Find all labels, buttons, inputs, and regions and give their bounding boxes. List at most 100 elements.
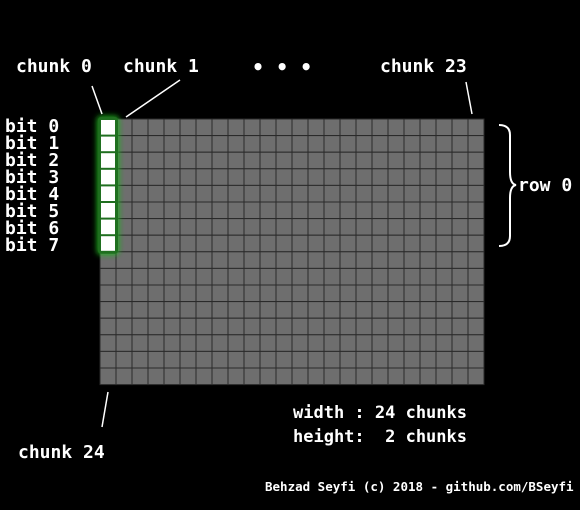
grid-cell <box>163 334 181 352</box>
grid-cell <box>211 234 229 253</box>
grid-cell <box>131 284 149 303</box>
grid-cell <box>323 118 341 137</box>
grid-cell <box>163 267 181 286</box>
grid-cell <box>243 218 261 236</box>
grid-cell <box>179 201 197 220</box>
grid-cell <box>115 334 133 352</box>
grid-cell <box>275 218 293 236</box>
grid-cell <box>99 334 117 352</box>
grid-cell <box>403 135 421 153</box>
chunk-23-label: chunk 23 <box>380 56 467 77</box>
grid-cell <box>323 284 341 303</box>
highlighted-chunk <box>97 116 119 255</box>
grid-cell <box>387 367 405 386</box>
grid-cell <box>355 284 373 303</box>
grid-cell <box>387 267 405 286</box>
grid-cell <box>227 184 245 203</box>
grid-cell <box>291 234 309 253</box>
grid-cell <box>435 301 453 319</box>
grid-cell <box>259 201 277 220</box>
grid-cell <box>147 317 165 336</box>
grid-cell <box>259 234 277 253</box>
grid-cell <box>419 201 437 220</box>
grid-cell <box>131 118 149 137</box>
grid-cell <box>323 350 341 369</box>
bit-label: bit 6 <box>5 218 60 239</box>
grid-cell <box>403 118 421 137</box>
grid-cell <box>435 334 453 352</box>
grid-cell <box>355 350 373 369</box>
grid-cell <box>467 267 485 286</box>
grid-cell <box>419 135 437 153</box>
grid-cell <box>435 367 453 386</box>
grid-cell <box>211 301 229 319</box>
grid-cell <box>115 367 133 386</box>
grid-cell <box>435 184 453 203</box>
chunk-grid <box>99 118 485 386</box>
grid-cell <box>147 201 165 220</box>
highlighted-bit-cell <box>101 120 115 135</box>
grid-cell <box>371 184 389 203</box>
grid-cell <box>371 135 389 153</box>
grid-cell <box>387 334 405 352</box>
grid-cell <box>227 151 245 170</box>
grid-cell <box>451 201 469 220</box>
grid-cell <box>195 218 213 236</box>
bit-label: bit 1 <box>5 133 60 154</box>
grid-cell <box>179 251 197 269</box>
grid-cell <box>131 168 149 186</box>
grid-cell <box>451 267 469 286</box>
grid-cell <box>355 218 373 236</box>
grid-cell <box>467 218 485 236</box>
grid-cell <box>243 350 261 369</box>
grid-cell <box>323 367 341 386</box>
grid-cell <box>403 267 421 286</box>
grid-cell <box>451 184 469 203</box>
grid-cell <box>163 168 181 186</box>
grid-cell <box>387 218 405 236</box>
grid-cell <box>163 284 181 303</box>
highlighted-bit-cell <box>101 203 115 218</box>
width-info: width : 24 chunks <box>293 403 467 423</box>
grid-cell <box>323 184 341 203</box>
grid-cell <box>179 284 197 303</box>
grid-cell <box>451 135 469 153</box>
grid-cell <box>307 284 325 303</box>
grid-cell <box>227 267 245 286</box>
grid-cell <box>339 201 357 220</box>
grid-cell <box>291 135 309 153</box>
grid-cell <box>467 168 485 186</box>
grid-cell <box>419 301 437 319</box>
grid-cell <box>467 118 485 137</box>
pointer-chunk23 <box>465 81 473 115</box>
grid-cell <box>307 118 325 137</box>
grid-cell <box>243 118 261 137</box>
grid-cell <box>339 284 357 303</box>
grid-cell <box>419 251 437 269</box>
grid-cell <box>259 135 277 153</box>
grid-cell <box>259 168 277 186</box>
grid-cell <box>227 301 245 319</box>
grid-cell <box>435 317 453 336</box>
grid-cell <box>243 367 261 386</box>
grid-cell <box>275 151 293 170</box>
chunk-24-label: chunk 24 <box>18 442 105 463</box>
grid-cell <box>339 301 357 319</box>
grid-cell <box>179 317 197 336</box>
grid-cell <box>387 350 405 369</box>
grid-cell <box>323 251 341 269</box>
grid-cell <box>291 251 309 269</box>
height-info: height: 2 chunks <box>293 427 467 447</box>
grid-cell <box>307 334 325 352</box>
highlighted-bit-cell <box>101 169 115 185</box>
grid-cell <box>323 201 341 220</box>
grid-cell <box>227 118 245 137</box>
highlighted-bit-cell <box>101 219 115 235</box>
grid-cell <box>387 317 405 336</box>
grid-cell <box>227 334 245 352</box>
grid-cell <box>179 118 197 137</box>
grid-cell <box>419 168 437 186</box>
grid-cell <box>403 151 421 170</box>
grid-cell <box>403 301 421 319</box>
grid-cell <box>467 334 485 352</box>
